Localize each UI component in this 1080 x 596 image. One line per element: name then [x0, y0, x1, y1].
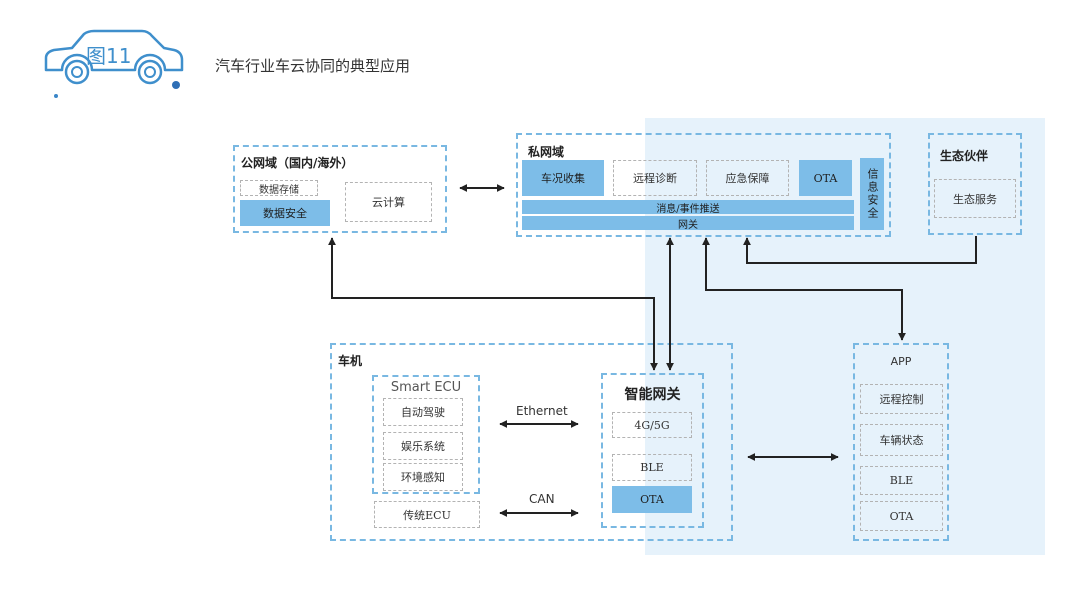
private-ota-box: OTA — [799, 160, 852, 196]
car-icon — [44, 29, 184, 98]
smart-gateway-title: 智能网关 — [624, 387, 681, 403]
eco-partners-box: 生态伙伴 生态服务 — [928, 133, 1022, 235]
vehicle-status-box: 车辆状态 — [860, 424, 943, 456]
app-title: APP — [890, 355, 912, 368]
gateway-bar: 网关 — [522, 216, 854, 231]
environment-sensing-box: 环境感知 — [383, 463, 463, 491]
eco-service-box: 生态服务 — [934, 179, 1016, 218]
remote-diagnosis-box: 远程诊断 — [613, 160, 697, 196]
data-storage-box: 数据存储 — [240, 180, 318, 196]
info-security-box: 信息安全 — [860, 158, 884, 230]
cloud-computing-box: 云计算 — [345, 182, 432, 222]
vehicle-unit-title: 车机 — [338, 354, 363, 368]
public-domain-title: 公网域（国内/海外） — [241, 156, 354, 170]
gateway-ota-box: OTA — [612, 486, 692, 513]
gateway-ble-box: BLE — [612, 454, 692, 481]
infotainment-box: 娱乐系统 — [383, 432, 463, 460]
figure-label: 图11 — [86, 44, 132, 68]
figure-title: 汽车行业车云协同的典型应用 — [215, 57, 411, 75]
vehicle-data-collection-box: 车况收集 — [522, 160, 604, 196]
app-ota-box: OTA — [860, 501, 943, 531]
smart-ecu-title: Smart ECU — [390, 380, 462, 395]
autonomous-driving-box: 自动驾驶 — [383, 398, 463, 426]
emergency-support-box: 应急保障 — [706, 160, 789, 196]
smart-ecu-box: Smart ECU 自动驾驶 娱乐系统 环境感知 — [372, 375, 480, 494]
vehicle-unit-box: 车机 Smart ECU 自动驾驶 娱乐系统 环境感知 传统ECU Ethern… — [330, 343, 733, 541]
app-box: APP 远程控制 车辆状态 BLE OTA — [853, 343, 949, 541]
ethernet-label: Ethernet — [516, 404, 568, 418]
message-push-bar: 消息/事件推送 — [522, 200, 854, 215]
can-label: CAN — [529, 492, 555, 506]
public-domain-box: 公网域（国内/海外） 数据存储 数据安全 云计算 — [233, 145, 447, 233]
eco-partners-title: 生态伙伴 — [940, 149, 989, 163]
app-ble-box: BLE — [860, 466, 943, 495]
traditional-ecu-box: 传统ECU — [374, 501, 480, 528]
private-domain-box: 私网域 车况收集 远程诊断 应急保障 OTA 信息安全 消息/事件推送 网关 — [516, 133, 891, 237]
smart-gateway-box: 智能网关 4G/5G BLE OTA — [601, 373, 704, 528]
cellular-4g5g-box: 4G/5G — [612, 412, 692, 438]
remote-control-box: 远程控制 — [860, 384, 943, 414]
data-security-box: 数据安全 — [240, 200, 330, 226]
private-domain-title: 私网域 — [528, 145, 565, 159]
